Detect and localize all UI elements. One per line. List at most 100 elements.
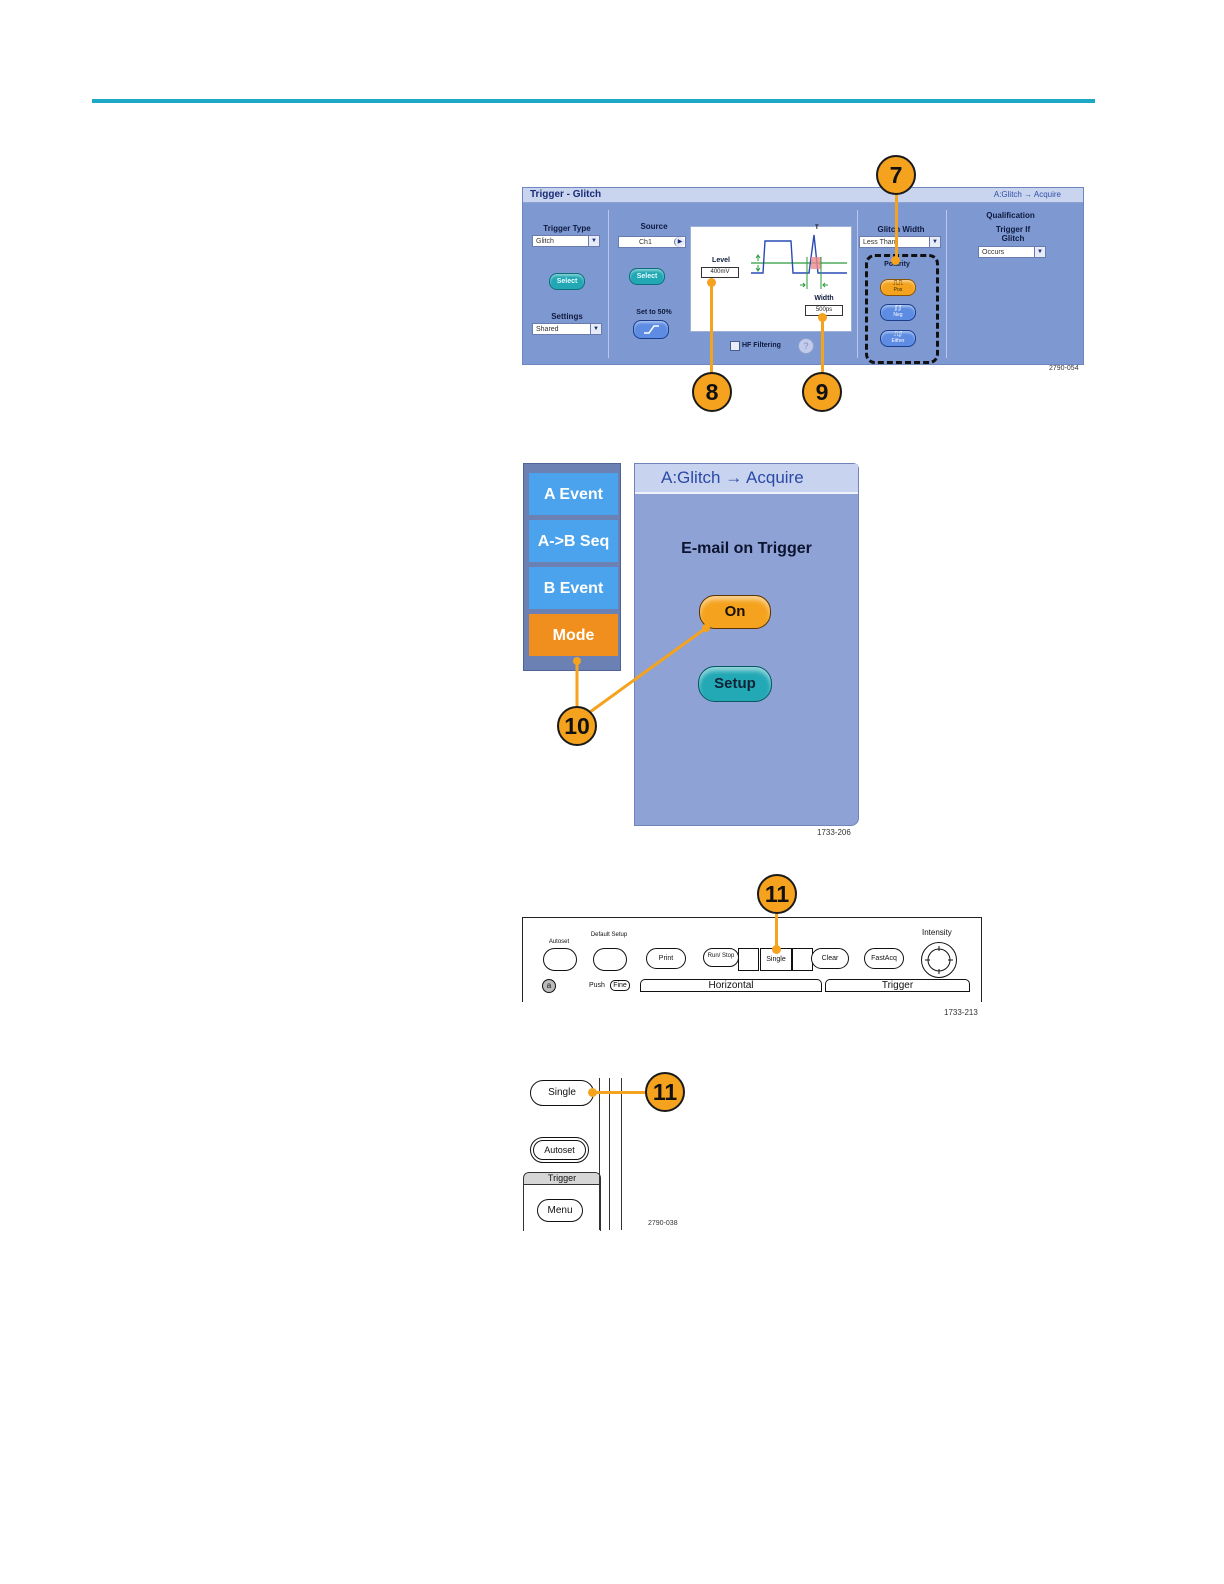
- trigger-if-glitch-label: Trigger If Glitch: [995, 225, 1031, 243]
- callout-9: 9: [802, 372, 842, 412]
- autoset-button[interactable]: [543, 948, 577, 971]
- polarity-highlight-box: [865, 254, 939, 364]
- positive-pulse-icon: ⎍⎍: [893, 280, 903, 287]
- callout-leader-line: [710, 282, 713, 378]
- column-divider: [608, 210, 609, 358]
- glitch-width-label: Glitch Width: [877, 225, 925, 234]
- trigger-type-select-button[interactable]: Select: [549, 273, 585, 290]
- qualification-label: Qualification: [986, 211, 1035, 220]
- polarity-pos-label: Pos: [893, 287, 903, 293]
- trigger-menu-button[interactable]: Menu: [537, 1199, 583, 1222]
- trigger-type-dropdown[interactable]: Glitch ▼: [532, 235, 600, 247]
- rising-edge-icon: [644, 325, 659, 334]
- settings-value: Shared: [536, 326, 559, 333]
- panel-sequence-label: A:Glitch → Acquire: [993, 190, 1061, 199]
- figure-id: 2790-054: [1049, 365, 1079, 372]
- side-button-b-event[interactable]: B Event: [529, 567, 618, 611]
- clear-button[interactable]: Clear: [811, 948, 849, 969]
- panel-edge-line: [621, 1078, 622, 1230]
- run-stop-button[interactable]: Run/ Stop: [703, 948, 739, 967]
- polarity-either-label: Either: [891, 338, 905, 344]
- figure-id: 1733-206: [817, 828, 851, 837]
- polarity-neg-label: Neg: [893, 312, 903, 318]
- fastacq-button[interactable]: FastAcq: [864, 948, 904, 969]
- email-setup-button[interactable]: Setup: [698, 666, 772, 702]
- callout-11-single: 11: [645, 1072, 685, 1112]
- callout-11: 11: [757, 874, 797, 914]
- callout-10: 10: [557, 706, 597, 746]
- callout-8: 8: [692, 372, 732, 412]
- callout-leader-line: [775, 912, 778, 948]
- set-to-50-button[interactable]: [633, 320, 669, 339]
- settings-label: Settings: [551, 312, 583, 321]
- fine-button[interactable]: Fine: [610, 980, 630, 991]
- email-on-trigger-title: E-mail on Trigger: [681, 540, 812, 557]
- side-button-a-b-seq[interactable]: A->B Seq: [529, 520, 618, 564]
- mode-panel-header-text: A:Glitch → Acquire: [661, 468, 804, 487]
- settings-dropdown[interactable]: Shared ▼: [532, 323, 602, 335]
- single-indicator: [792, 948, 813, 971]
- mode-panel: A:Glitch → Acquire E-mail on Trigger On …: [634, 463, 859, 826]
- trigger-type-label: Trigger Type: [543, 224, 591, 233]
- callout-leader-line: [821, 318, 824, 378]
- source-select-button[interactable]: Select: [629, 268, 665, 285]
- column-divider: [857, 210, 858, 358]
- intensity-knob[interactable]: [921, 942, 957, 978]
- default-setup-label: Default Setup: [590, 932, 628, 938]
- hf-filtering-checkbox[interactable]: [730, 341, 740, 351]
- horizontal-group-label: Horizontal: [640, 979, 822, 992]
- dropdown-arrow-icon: ▼: [590, 324, 601, 334]
- trigger-if-value: Occurs: [982, 249, 1005, 256]
- intensity-label: Intensity: [922, 928, 952, 937]
- callout-10-leaders: [573, 624, 710, 714]
- dropdown-arrow-icon: ▼: [929, 237, 940, 247]
- panel-title: Trigger - Glitch: [530, 189, 602, 200]
- level-label: Level: [712, 257, 730, 264]
- single-sequence-button[interactable]: Single: [530, 1080, 594, 1106]
- panel-title-bar: Trigger - Glitch A:Glitch → Acquire: [523, 188, 1083, 203]
- dropdown-arrow-icon: ▼: [588, 236, 599, 246]
- callout-dot: [588, 1088, 597, 1097]
- source-value: Ch1: [639, 239, 652, 246]
- front-panel-strip: Autoset Default Setup Print Run/ Stop Si…: [522, 917, 982, 1002]
- side-button-mode[interactable]: Mode: [529, 614, 618, 658]
- panel-edge-line: [599, 1078, 600, 1230]
- push-label: Push: [589, 982, 605, 989]
- side-button-a-event[interactable]: A Event: [529, 473, 618, 517]
- autoset-button-2[interactable]: Autoset: [530, 1137, 589, 1163]
- knob-icon: [925, 946, 953, 974]
- source-label: Source: [640, 222, 668, 231]
- panel-edge-line: [609, 1078, 610, 1230]
- callout-dot: [818, 313, 827, 322]
- callout-dot: [707, 278, 716, 287]
- autoset-label-2: Autoset: [533, 1140, 586, 1160]
- default-setup-button[interactable]: [593, 948, 627, 971]
- glitch-width-value: Less Than: [863, 239, 896, 246]
- trigger-if-dropdown[interactable]: Occurs ▼: [978, 246, 1046, 258]
- either-pulse-icon: ⎍⎎: [893, 331, 903, 338]
- callout-leader-line: [592, 1091, 647, 1094]
- level-value[interactable]: 400mV: [701, 267, 739, 278]
- a-knob-symbol: a: [542, 979, 556, 993]
- glitch-width-dropdown[interactable]: Less Than ▼: [859, 236, 941, 248]
- trigger-glitch-panel: Trigger - Glitch A:Glitch → Acquire Trig…: [522, 187, 1084, 365]
- mode-panel-header: A:Glitch → Acquire: [635, 464, 858, 494]
- print-button[interactable]: Print: [646, 948, 686, 969]
- source-dropdown[interactable]: Ch1 ▶: [618, 236, 686, 248]
- polarity-either-button[interactable]: ⎍⎎ Either: [880, 330, 916, 347]
- autoset-label: Autoset: [548, 939, 570, 945]
- play-arrow-icon: ▶: [674, 237, 685, 247]
- column-divider: [946, 210, 947, 358]
- negative-pulse-icon: ⎎⎎: [894, 305, 902, 312]
- figure-id: 2790-038: [648, 1220, 678, 1227]
- help-icon[interactable]: ?: [798, 338, 814, 354]
- trigger-t-marker: T: [815, 225, 819, 231]
- callout-dot: [891, 256, 900, 265]
- polarity-pos-button[interactable]: ⎍⎍ Pos: [880, 279, 916, 296]
- waveform-display: T Level 400mV Width 500ps: [690, 225, 852, 332]
- polarity-neg-button[interactable]: ⎎⎎ Neg: [880, 304, 916, 321]
- email-on-button[interactable]: On: [699, 595, 771, 629]
- trigger-group-label: Trigger: [825, 979, 970, 992]
- run-stop-indicator: [738, 948, 759, 971]
- set-to-50-label: Set to 50%: [636, 309, 672, 316]
